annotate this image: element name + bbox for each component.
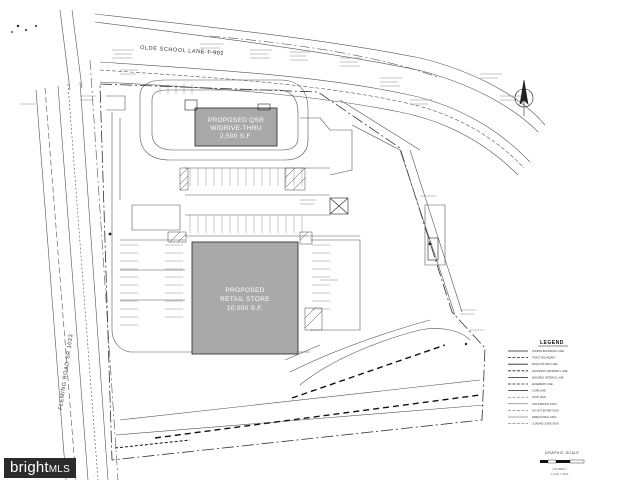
road-edge-west-2: [44, 87, 77, 480]
legend-item-label: BUILDING SETBACK LINE: [532, 375, 564, 379]
svg-text:( IN FEET ): ( IN FEET ): [552, 467, 567, 471]
legend-item-label: STOP SIGN: [532, 395, 546, 399]
road-edge-west-3: [57, 85, 89, 480]
legend-item-label: ZONING BOUNDARY LINE: [532, 349, 564, 353]
retail-label-line3: 10,000 S.F.: [227, 305, 263, 312]
easement-line-2: [154, 394, 481, 439]
drive-thru-lane: [139, 79, 309, 161]
north-arrow-icon: [514, 79, 534, 116]
qsr-building: [194, 107, 278, 147]
legend-item-label: TRACT BOUNDARY: [532, 356, 556, 360]
road-label-west: FLEMING ROAD SR 1023: [58, 333, 75, 410]
qsr-label-line3: 2,500 S.F.: [220, 133, 252, 140]
legend-item-label: DIRECTIONAL SIGN: [532, 415, 557, 419]
road-edge-north: [94, 13, 546, 126]
legend-item-label: DO NOT ENTER SIGN: [532, 408, 559, 412]
dumpster-enclosure: [329, 197, 349, 215]
road-edge-west-1: [35, 89, 67, 480]
road-label-north: OLDE SCHOOL LANE T-902: [140, 45, 224, 57]
svg-text:GRAPHIC SCALE: GRAPHIC SCALE: [545, 451, 580, 455]
watermark-brand: bright: [10, 459, 49, 476]
legend-title: LEGEND: [540, 340, 564, 346]
easement-line-1: [291, 344, 446, 399]
legend-item-label: EASEMENT LINE: [532, 382, 553, 386]
svg-text:1 inch = 30 ft.: 1 inch = 30 ft.: [551, 472, 569, 476]
legend-item-label: CURB LINE: [532, 389, 546, 393]
legend-item-label: RIGHT-OF-WAY LINE: [532, 362, 558, 366]
qsr-label-line1: PROPOSED QSR: [208, 117, 264, 124]
retail-label-line2: RETAIL STORE: [220, 296, 270, 303]
retail-label-line1: PROPOSED: [225, 287, 264, 294]
legend: LEGEND ZONING BOUNDARY LINE TRACT BOUNDAR…: [508, 340, 568, 426]
qsr-label-line2: W/DRIVE-THRU: [210, 125, 262, 132]
graphic-scale: GRAPHIC SCALE ( IN FEET ) 1 inch = 30 ft…: [540, 451, 585, 476]
legend-item-label: ADA PARKING SIGN: [532, 402, 557, 406]
brightmls-watermark: brightMLS: [4, 458, 76, 478]
road-edge-south: [99, 61, 531, 163]
road-edge-north-2: [94, 21, 539, 133]
property-boundary: [99, 83, 486, 461]
legend-item-label: ADJOINING PROPERTY LINE: [532, 369, 568, 373]
retail-building: [191, 241, 299, 355]
watermark-suffix: MLS: [48, 464, 70, 475]
legend-item-label: LOADING ZONE SIGN: [532, 422, 559, 426]
